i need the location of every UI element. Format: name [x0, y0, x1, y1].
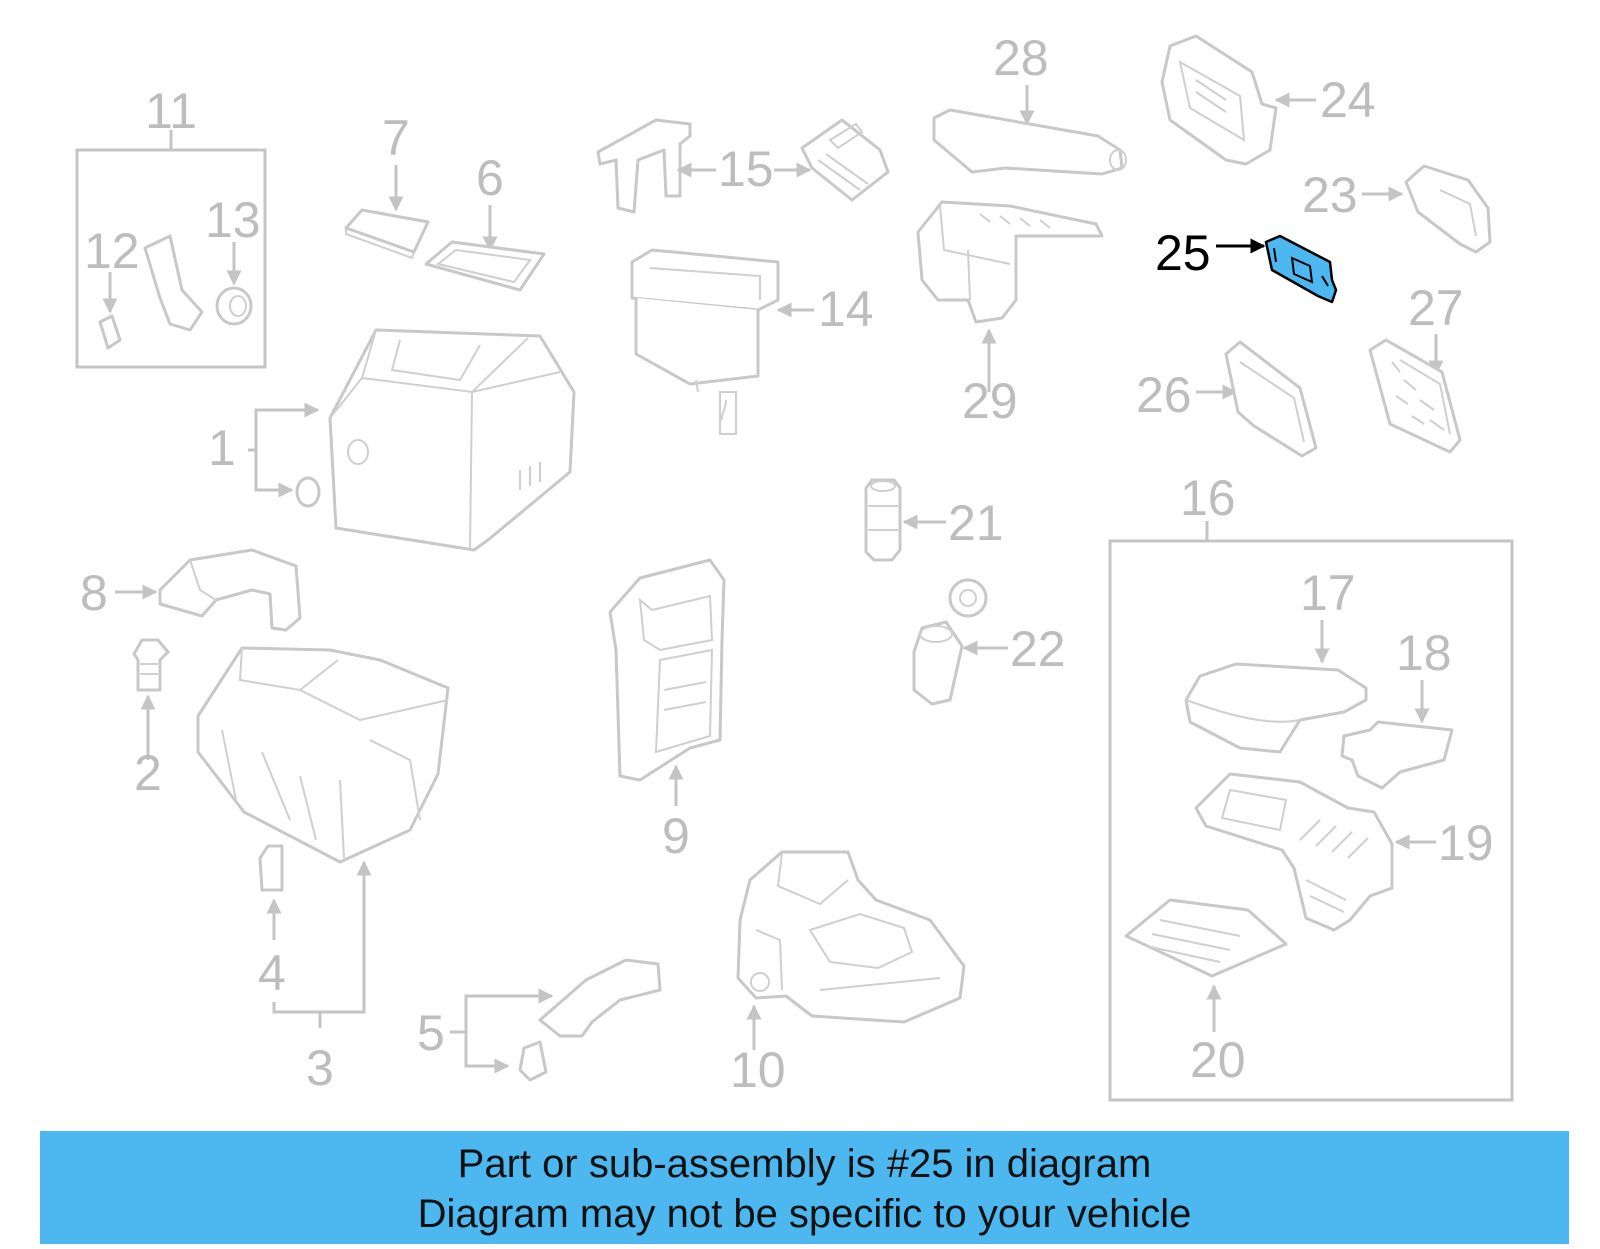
callout-23: 23 — [1302, 167, 1358, 223]
callout-8: 8 — [80, 565, 108, 621]
part-20-liner — [1124, 898, 1288, 978]
part-25-highlighted-module — [1264, 234, 1338, 304]
callout-18: 18 — [1396, 625, 1452, 681]
banner-line-part: Part or sub-assembly is #25 in diagram — [457, 1142, 1152, 1186]
callout-3: 3 — [306, 1040, 334, 1096]
part-4-clip — [258, 844, 284, 940]
callout-29: 29 — [962, 373, 1018, 429]
part-21-socket — [864, 478, 902, 562]
group-box-16 — [1108, 521, 1514, 1102]
part-23-switch — [1362, 164, 1492, 254]
part-11-pad — [143, 234, 204, 332]
callout-28: 28 — [993, 30, 1049, 86]
part-14-storage-bin — [630, 248, 780, 435]
part-2-pushpin — [132, 638, 170, 760]
callout-22: 22 — [1010, 621, 1066, 677]
part-12-clip — [98, 272, 122, 350]
callout-21: 21 — [948, 495, 1004, 551]
callout-2: 2 — [134, 745, 162, 801]
part-13-grommet — [215, 242, 253, 326]
callout-10: 10 — [730, 1042, 786, 1098]
part-7-mat — [344, 165, 430, 260]
part-26-frame — [1196, 340, 1318, 458]
part-29-latch — [916, 200, 1104, 392]
part-15-left-bracket — [596, 118, 692, 214]
callout-12: 12 — [84, 223, 140, 279]
callout-13: 13 — [205, 192, 261, 248]
part-24-switch-bezel — [1160, 34, 1278, 166]
banner-line-disclaimer: Diagram may not be specific to your vehi… — [417, 1192, 1192, 1236]
part-18-hinge-plate — [1340, 680, 1454, 790]
part-10-shifter-housing — [736, 850, 966, 1024]
callout-7: 7 — [382, 110, 410, 166]
callout-6: 6 — [476, 150, 504, 206]
callout-25: 25 — [1155, 225, 1211, 281]
callout-24: 24 — [1320, 72, 1376, 128]
part-1-console — [248, 328, 576, 552]
part-28-armrest-trim — [932, 85, 1127, 176]
callout-4: 4 — [258, 945, 286, 1001]
callout-26: 26 — [1136, 367, 1192, 423]
part-22-outlet — [912, 578, 988, 706]
info-banner: Part or sub-assembly is #25 in diagram D… — [40, 1131, 1569, 1244]
part-3-lower-console — [196, 646, 450, 864]
callout-11: 11 — [145, 83, 197, 139]
part-9-rear-panel — [608, 558, 726, 782]
part-27-switch-panel — [1368, 334, 1462, 454]
callout-20: 20 — [1190, 1032, 1246, 1088]
callout-27: 27 — [1408, 280, 1464, 336]
callout-3-leader — [272, 860, 372, 1028]
callout-15: 15 — [718, 141, 774, 197]
callout-19: 19 — [1438, 815, 1494, 871]
callout-1: 1 — [208, 420, 236, 476]
callout-17: 17 — [1300, 565, 1356, 621]
callout-9: 9 — [662, 808, 690, 864]
part-15-bezel — [800, 118, 890, 202]
part-19-armrest-base — [1194, 772, 1394, 932]
callout-16: 16 — [1180, 470, 1236, 526]
group-box-11 — [75, 130, 267, 369]
callout-14: 14 — [818, 281, 874, 337]
callout-5: 5 — [417, 1005, 445, 1061]
part-5-brackets — [450, 958, 662, 1082]
part-17-armrest-lid — [1184, 620, 1368, 754]
part-6-mat — [424, 205, 546, 292]
part-8-bracket — [115, 548, 302, 632]
